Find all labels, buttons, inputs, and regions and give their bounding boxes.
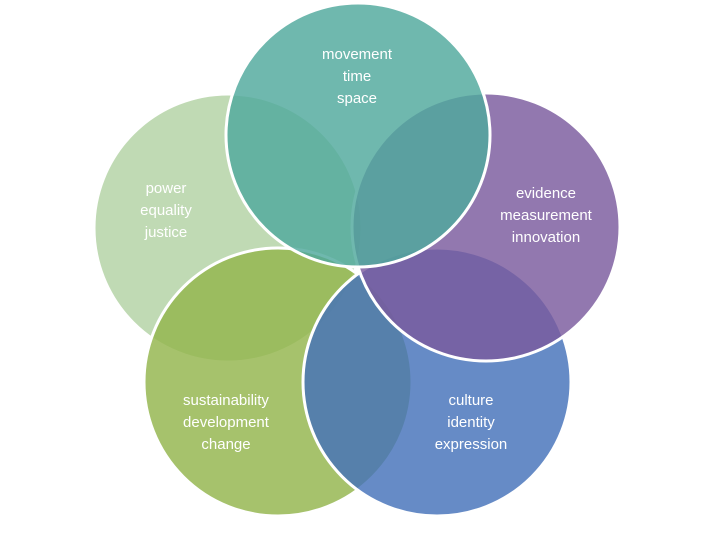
label-line: development — [183, 414, 270, 431]
circle-top — [224, 1, 492, 269]
label-line: measurement — [500, 207, 593, 224]
label-line: identity — [447, 414, 495, 431]
label-bottom-left: sustainability development change — [183, 392, 270, 453]
label-left: power equality justice — [140, 180, 192, 241]
label-line: change — [201, 436, 250, 453]
label-line: justice — [144, 224, 188, 241]
label-line: innovation — [512, 229, 580, 246]
label-bottom-right: culture identity expression — [435, 392, 508, 453]
label-line: sustainability — [183, 392, 269, 409]
label-line: equality — [140, 202, 192, 219]
label-top: movement time space — [322, 46, 393, 107]
label-line: evidence — [516, 185, 576, 202]
label-right: evidence measurement innovation — [500, 185, 593, 246]
label-line: space — [337, 90, 377, 107]
label-line: culture — [448, 392, 493, 409]
label-line: time — [343, 68, 371, 85]
label-line: movement — [322, 46, 393, 63]
label-line: power — [146, 180, 187, 197]
label-line: expression — [435, 436, 508, 453]
